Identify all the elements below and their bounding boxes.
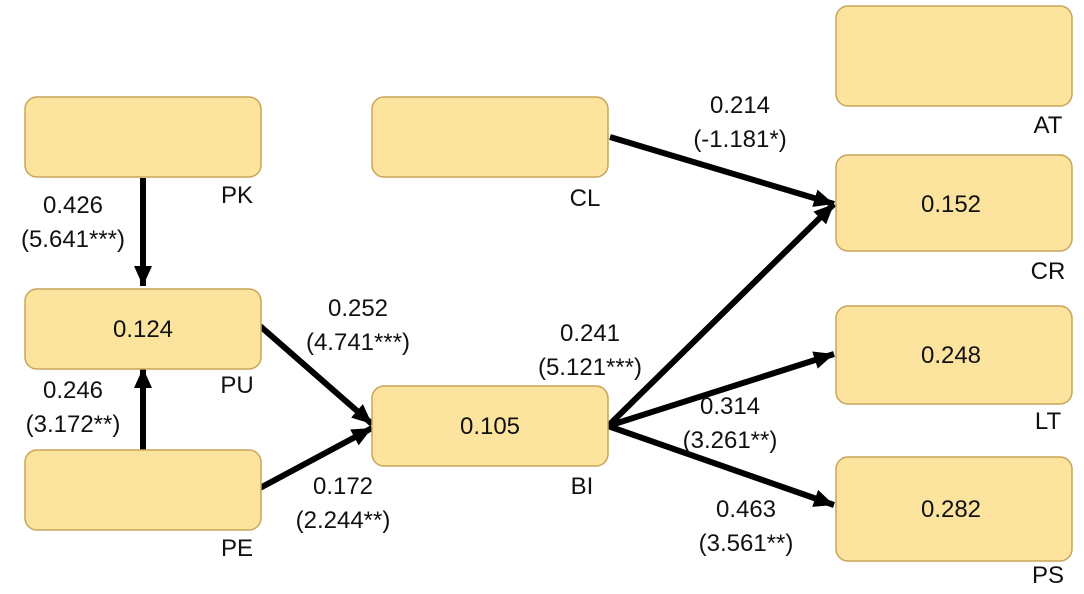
arrow-pu-bi [258,323,374,427]
box-pe [24,449,262,531]
label-pu: PU [220,372,253,399]
box-pk [24,96,262,178]
box-at [835,5,1073,107]
arrow-bi-ps [607,423,835,508]
boxes [24,5,1073,562]
value-pu: 0.124 [113,316,173,343]
label-pe: PE [221,535,253,562]
box-cr [835,154,1073,252]
arrow-pe-bi [258,425,374,491]
box-bi [371,385,609,467]
tstat-pe-bi: (2.244**) [296,507,391,534]
tstat-bi-lt: (3.261**) [683,427,778,454]
arrow-cl-cr [609,134,835,207]
coef-pe-pu: 0.246 [43,377,103,404]
coef-pe-bi: 0.172 [313,473,373,500]
box-cl [371,96,609,178]
value-cr: 0.152 [921,191,981,218]
arrows [134,134,837,508]
arrow-bi-lt [607,351,835,429]
label-lt: LT [1035,408,1062,435]
box-lt [835,305,1073,405]
coef-pk-pu: 0.426 [43,192,103,219]
arrow-bi-cr [605,201,837,429]
path-coefficients: 0.426 (5.641***) 0.246 (3.172**) 0.252 (… [21,92,793,557]
value-lt: 0.248 [921,342,981,369]
value-bi: 0.105 [460,413,520,440]
box-values: 0.124 0.105 0.152 0.248 0.282 [113,191,981,523]
coef-cl-cr: 0.214 [710,92,770,119]
box-ps [835,456,1073,562]
coef-bi-cr: 0.241 [560,320,620,347]
label-cl: CL [570,185,601,212]
tstat-pk-pu: (5.641***) [21,226,125,253]
value-ps: 0.282 [921,496,981,523]
label-at: AT [1034,112,1063,139]
label-ps: PS [1032,562,1064,589]
tstat-bi-cr: (5.121***) [538,354,642,381]
tstat-cl-cr: (-1.181*) [693,126,786,153]
label-bi: BI [571,473,594,500]
tstat-bi-ps: (3.561**) [699,530,794,557]
tstat-pu-bi: (4.741***) [306,329,410,356]
node-labels: PK PU PE CL BI AT CR LT PS [220,112,1065,589]
coef-bi-ps: 0.463 [716,496,776,523]
coef-bi-lt: 0.314 [700,393,760,420]
label-pk: PK [221,182,253,209]
label-cr: CR [1031,258,1066,285]
tstat-pe-pu: (3.172**) [26,411,121,438]
coef-pu-bi: 0.252 [328,295,388,322]
box-pu [24,288,262,370]
